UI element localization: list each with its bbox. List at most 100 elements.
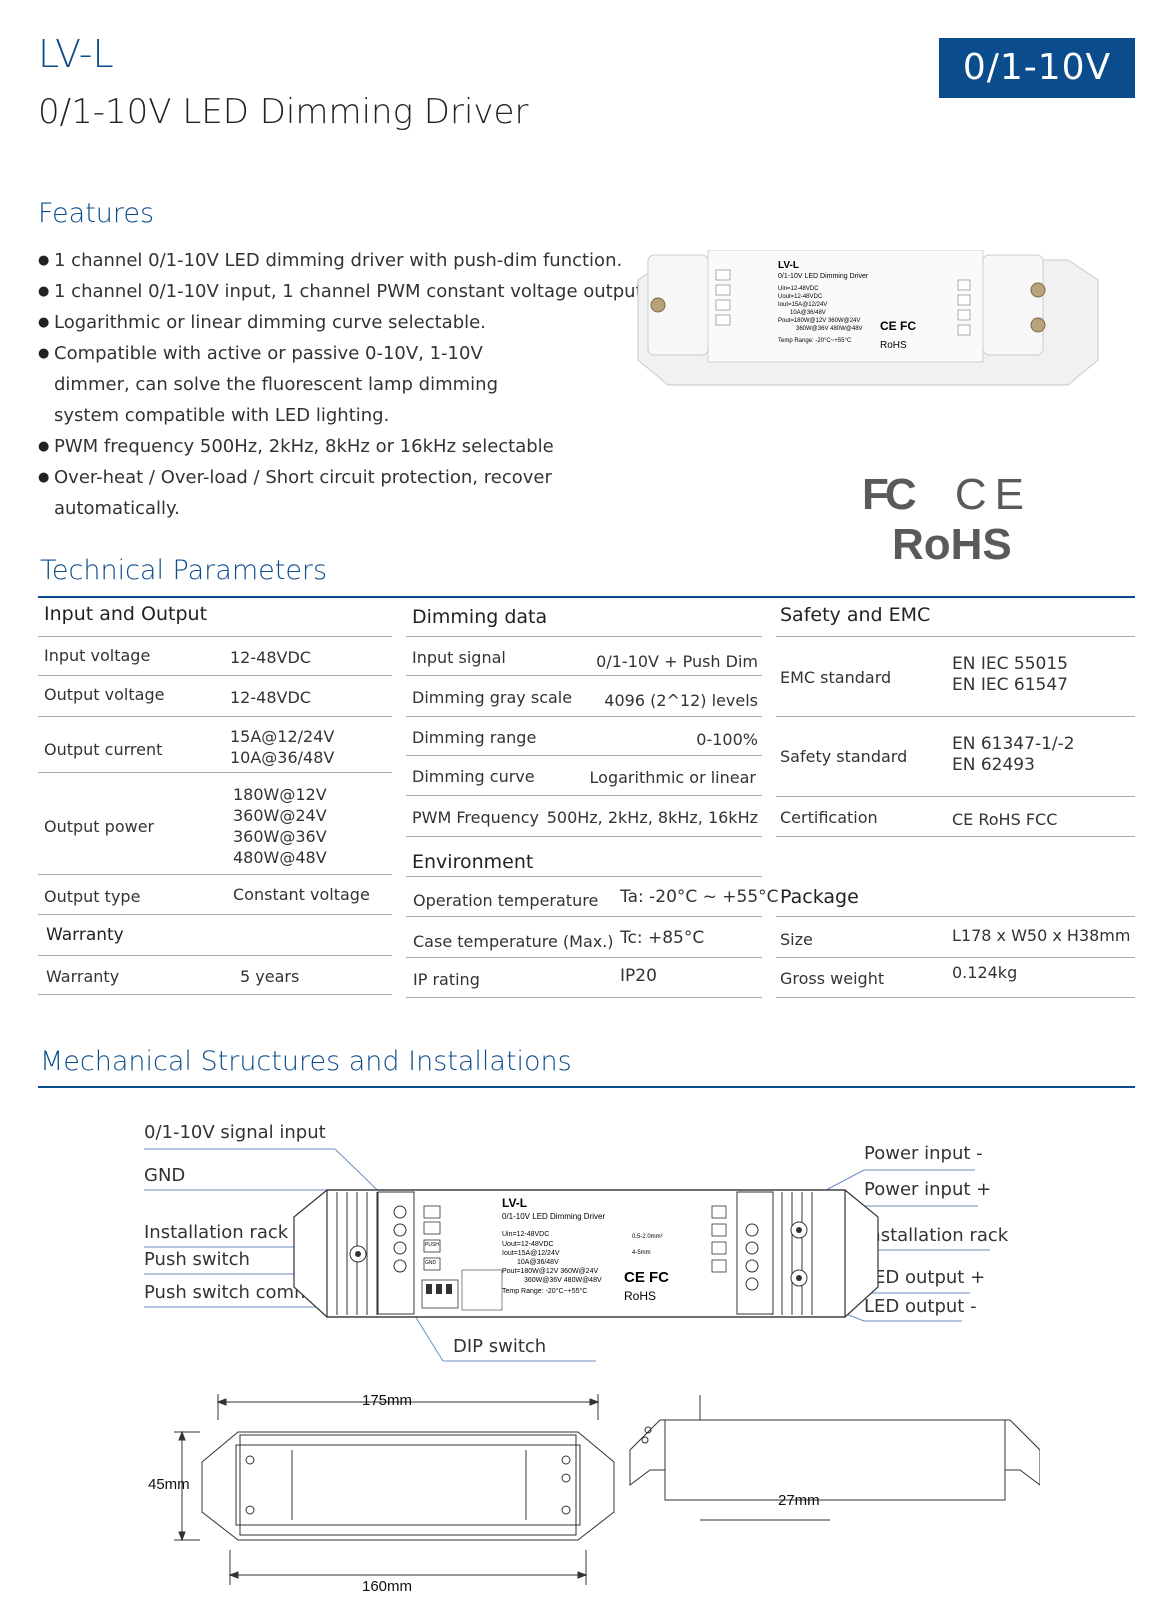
top-view-diagram: LV-L 0/1-10V LED Dimming Driver Uin=12-4… (293, 1189, 879, 1318)
label-uout: Uout=12-48VDC (778, 294, 823, 300)
callout-signal-input: 0/1-10V signal input (144, 1122, 326, 1143)
param-value: EN 61347-1/-2 EN 62493 (952, 734, 1075, 775)
param-value: 0/1-10V + Push Dim (596, 652, 758, 671)
param-label: PWM Frequency (412, 808, 540, 827)
feature-item: PWM frequency 500Hz, 2kHz, 8kHz or 16kHz… (38, 431, 658, 462)
param-label: Output current (44, 740, 163, 759)
param-label: Gross weight (780, 969, 885, 988)
col-heading-environment: Environment (412, 851, 534, 873)
label-pout2: 360W@36V 480W@48V (796, 326, 863, 332)
label-name: 0/1-10V LED Dimming Driver (778, 273, 869, 280)
label-rohs: RoHS (880, 340, 907, 351)
callout-dip-switch: DIP switch (453, 1336, 547, 1357)
diagram-ce-fc: CE FC (624, 1269, 669, 1286)
diagram-iout2: 10A@36/48V (517, 1259, 559, 1266)
feature-item: 1 channel 0/1-10V LED dimming driver wit… (38, 245, 658, 276)
param-value: Logarithmic or linear (589, 768, 756, 787)
callout-led-output-plus: LED output + (864, 1267, 986, 1288)
label-uin: Uin=12-48VDC (778, 286, 819, 292)
callout-power-input-minus: Power input - (864, 1143, 983, 1164)
col-heading-safety: Safety and EMC (780, 604, 931, 626)
callout-installation-rack-left: Installation rack (144, 1222, 289, 1243)
diagram-pout2: 360W@36V 480W@48V (524, 1277, 602, 1284)
diagram-uout: Uout=12-48VDC (502, 1241, 554, 1248)
diagram-strip: 4-5mm (632, 1250, 651, 1256)
param-value: Ta: -20°C ~ +55°C (620, 887, 779, 907)
diagram-iout1: Iout=15A@12/24V (502, 1250, 560, 1257)
fc-logo: FC (862, 470, 917, 519)
callout-led-output-minus: LED output - (864, 1296, 977, 1317)
dim-length: 175mm (362, 1392, 413, 1409)
callout-gnd: GND (144, 1165, 186, 1186)
rohs-logo: RoHS (892, 520, 1012, 569)
param-label: Operation temperature (413, 891, 599, 910)
diagram-uin: Uin=12-48VDC (502, 1231, 549, 1238)
param-value: CE RoHS FCC (952, 810, 1058, 829)
dimension-drawings (174, 1394, 1040, 1585)
label-temp: Temp Range: -20°C~+55°C (778, 338, 852, 344)
param-label: IP rating (413, 970, 480, 989)
label-iout1: Iout=15A@12/24V (778, 302, 827, 308)
param-value: L178 x W50 x H38mm (952, 926, 1131, 945)
param-value: 0-100% (696, 730, 758, 749)
certification-logos: FC CE RoHS (862, 470, 1170, 570)
param-label: Case temperature (Max.) (413, 932, 614, 951)
param-value: 15A@12/24V 10A@36/48V (230, 727, 335, 767)
param-value: 500Hz, 2kHz, 8kHz, 16kHz (546, 808, 758, 827)
label-iout2: 10A@36/48V (790, 310, 826, 316)
param-value: 4096 (2^12) levels (604, 691, 758, 710)
param-label: Size (780, 930, 813, 949)
tech-params-title: Technical Parameters (40, 555, 328, 586)
param-value: 5 years (240, 967, 300, 986)
param-value: 180W@12V 360W@24V 360W@36V 480W@48V (233, 785, 327, 867)
feature-item: Over-heat / Over-load / Short circuit pr… (38, 462, 658, 524)
param-label: EMC standard (780, 668, 892, 687)
callout-installation-rack-right: Installation rack (864, 1225, 1009, 1246)
category-badge: 0/1-10V (939, 38, 1135, 98)
features-list: 1 channel 0/1-10V LED dimming driver wit… (38, 245, 658, 524)
param-label: Output voltage (44, 685, 165, 704)
diagram-name: 0/1-10V LED Dimming Driver (502, 1212, 605, 1221)
param-value: IP20 (620, 966, 657, 986)
param-label: Safety standard (780, 747, 908, 766)
dim-height: 27mm (778, 1492, 820, 1509)
dim-inner: 160mm (362, 1578, 413, 1595)
diagram-temp: Temp Range: -20°C~+55°C (502, 1287, 587, 1295)
label-ce-fc: CE FC (880, 319, 916, 333)
feature-item: 1 channel 0/1-10V input, 1 channel PWM c… (38, 276, 658, 307)
param-label: Dimming gray scale (412, 688, 573, 707)
section-rule (38, 1086, 1135, 1088)
param-value: EN IEC 55015 EN IEC 61547 (952, 654, 1068, 695)
product-photo: LV-L 0/1-10V LED Dimming Driver Uin=12-4… (637, 250, 1099, 386)
ce-logo: CE (954, 470, 1033, 519)
param-label: Input voltage (44, 646, 151, 665)
param-value: 0.124kg (952, 963, 1018, 982)
param-label: Dimming range (412, 728, 537, 747)
col-heading-warranty: Warranty (46, 925, 124, 945)
param-value: Tc: +85°C (620, 928, 705, 948)
param-label: Warranty (46, 967, 120, 986)
param-value: Constant voltage (233, 885, 370, 904)
col-heading-input-output: Input and Output (44, 603, 208, 625)
diagram-pout1: Pout=180W@12V 360W@24V (502, 1268, 598, 1275)
label-model: LV-L (778, 260, 799, 271)
param-label: Dimming curve (412, 767, 535, 786)
diagram-push: PUSH (425, 1242, 439, 1248)
param-label: Output type (44, 887, 141, 906)
dim-width: 45mm (148, 1476, 190, 1493)
diagram-gnd: GND (425, 1260, 437, 1266)
param-value: 12-48VDC (230, 688, 311, 707)
callout-power-input-plus: Power input + (864, 1179, 992, 1200)
diagram-wire: 0.5-2.0mm² (632, 1234, 663, 1240)
diagram-model: LV-L (502, 1196, 527, 1210)
model-name: LV-L (38, 32, 114, 76)
callout-push-switch: Push switch (144, 1249, 250, 1270)
feature-item: Compatible with active or passive 0-10V,… (38, 338, 538, 431)
param-label: Input signal (412, 648, 506, 667)
diagram-rohs: RoHS (624, 1289, 656, 1303)
section-rule (38, 596, 1135, 598)
page-subtitle: 0/1-10V LED Dimming Driver (38, 92, 529, 132)
feature-item: Logarithmic or linear dimming curve sele… (38, 307, 658, 338)
col-heading-package: Package (780, 886, 859, 908)
